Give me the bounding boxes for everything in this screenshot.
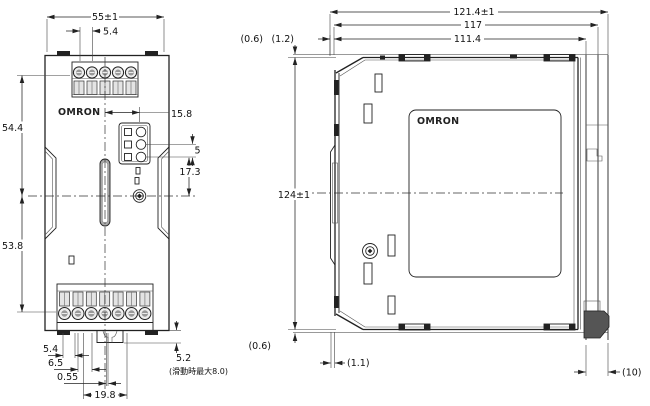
mount-tab xyxy=(145,330,158,335)
dim-front-lower-height-label: 53.8 xyxy=(2,241,23,252)
dim-front-bottom3-label: 0.55 xyxy=(57,372,78,383)
terminal-screw xyxy=(58,291,71,320)
brand-logo-side: OMRON xyxy=(417,116,459,127)
din-rail xyxy=(583,54,610,340)
bottom-mount-tabs xyxy=(398,323,576,331)
label-panel xyxy=(408,109,562,278)
brand-logo-front: OMRON xyxy=(58,107,100,118)
vent-slots xyxy=(363,73,396,315)
dim-side-front-panel-label: (1.2) xyxy=(271,34,294,45)
marker-window xyxy=(68,255,75,265)
slide-lever xyxy=(330,144,336,266)
dim-front-upper-height-label: 54.4 xyxy=(2,123,23,134)
mount-tab xyxy=(57,330,70,335)
dim-side-rail-depth-label: (10) xyxy=(622,368,642,379)
dim-front-pitch-label: 5.4 xyxy=(103,27,118,38)
dimensions-front: 55±1 5.4 54.4 53.8 15.8 5 17.3 xyxy=(0,11,228,401)
side-view-body: OMRON xyxy=(293,54,610,340)
dimensions-side: 121.4±1 117 111.4 (1.2) (0.6) 124±1 (0.6… xyxy=(240,6,642,379)
terminal-screw xyxy=(124,66,138,95)
front-connector xyxy=(118,122,151,165)
dim-side-front-lip-label: (1.1) xyxy=(347,358,370,369)
terminal-screw xyxy=(72,66,86,95)
dim-front-connector-bottom-label: 17.3 xyxy=(179,167,200,178)
front-tab xyxy=(334,80,339,95)
dim-front-bottom2-label: 6.5 xyxy=(48,358,63,369)
mount-tab xyxy=(57,51,70,56)
front-slot xyxy=(99,158,111,227)
mount-tab xyxy=(145,51,158,56)
dim-side-depth-total-label: 121.4±1 xyxy=(453,7,494,18)
side-screw xyxy=(362,243,378,259)
dim-front-bottom4-label: 19.8 xyxy=(94,390,115,401)
dim-side-height-label: 124±1 xyxy=(278,190,310,201)
terminal-screw xyxy=(71,291,85,320)
terminal-screw xyxy=(125,291,138,320)
terminal-screw xyxy=(138,291,152,320)
led-indicator xyxy=(134,177,140,185)
dim-side-bottom-clearance-label: (0.6) xyxy=(248,341,271,352)
dim-front-connector-offset-label: 15.8 xyxy=(171,109,192,120)
terminal-screw xyxy=(84,291,98,320)
dim-front-clip-note: (滑動時最大8.0) xyxy=(169,366,228,376)
terminal-screw xyxy=(111,66,125,95)
dim-side-top-clearance-label: (0.6) xyxy=(240,34,263,45)
connector-pins xyxy=(124,126,147,163)
terminal-screw xyxy=(85,66,99,95)
dim-front-width-label: 55±1 xyxy=(92,12,118,23)
dim-side-depth-body-label: 111.4 xyxy=(454,34,481,45)
dim-front-bottom1-label: 5.4 xyxy=(43,344,58,355)
led-indicator xyxy=(135,167,141,175)
dim-front-connector-pitch-label: 5 xyxy=(195,146,201,157)
dim-front-clip-label: 5.2 xyxy=(176,353,191,364)
dim-side-depth-rail-label: 117 xyxy=(464,20,482,31)
rail-clip-foot xyxy=(583,310,610,339)
terminal-screw xyxy=(111,291,125,320)
front-tab xyxy=(334,296,339,308)
top-mount-tabs xyxy=(380,54,576,62)
front-tab xyxy=(334,124,339,136)
